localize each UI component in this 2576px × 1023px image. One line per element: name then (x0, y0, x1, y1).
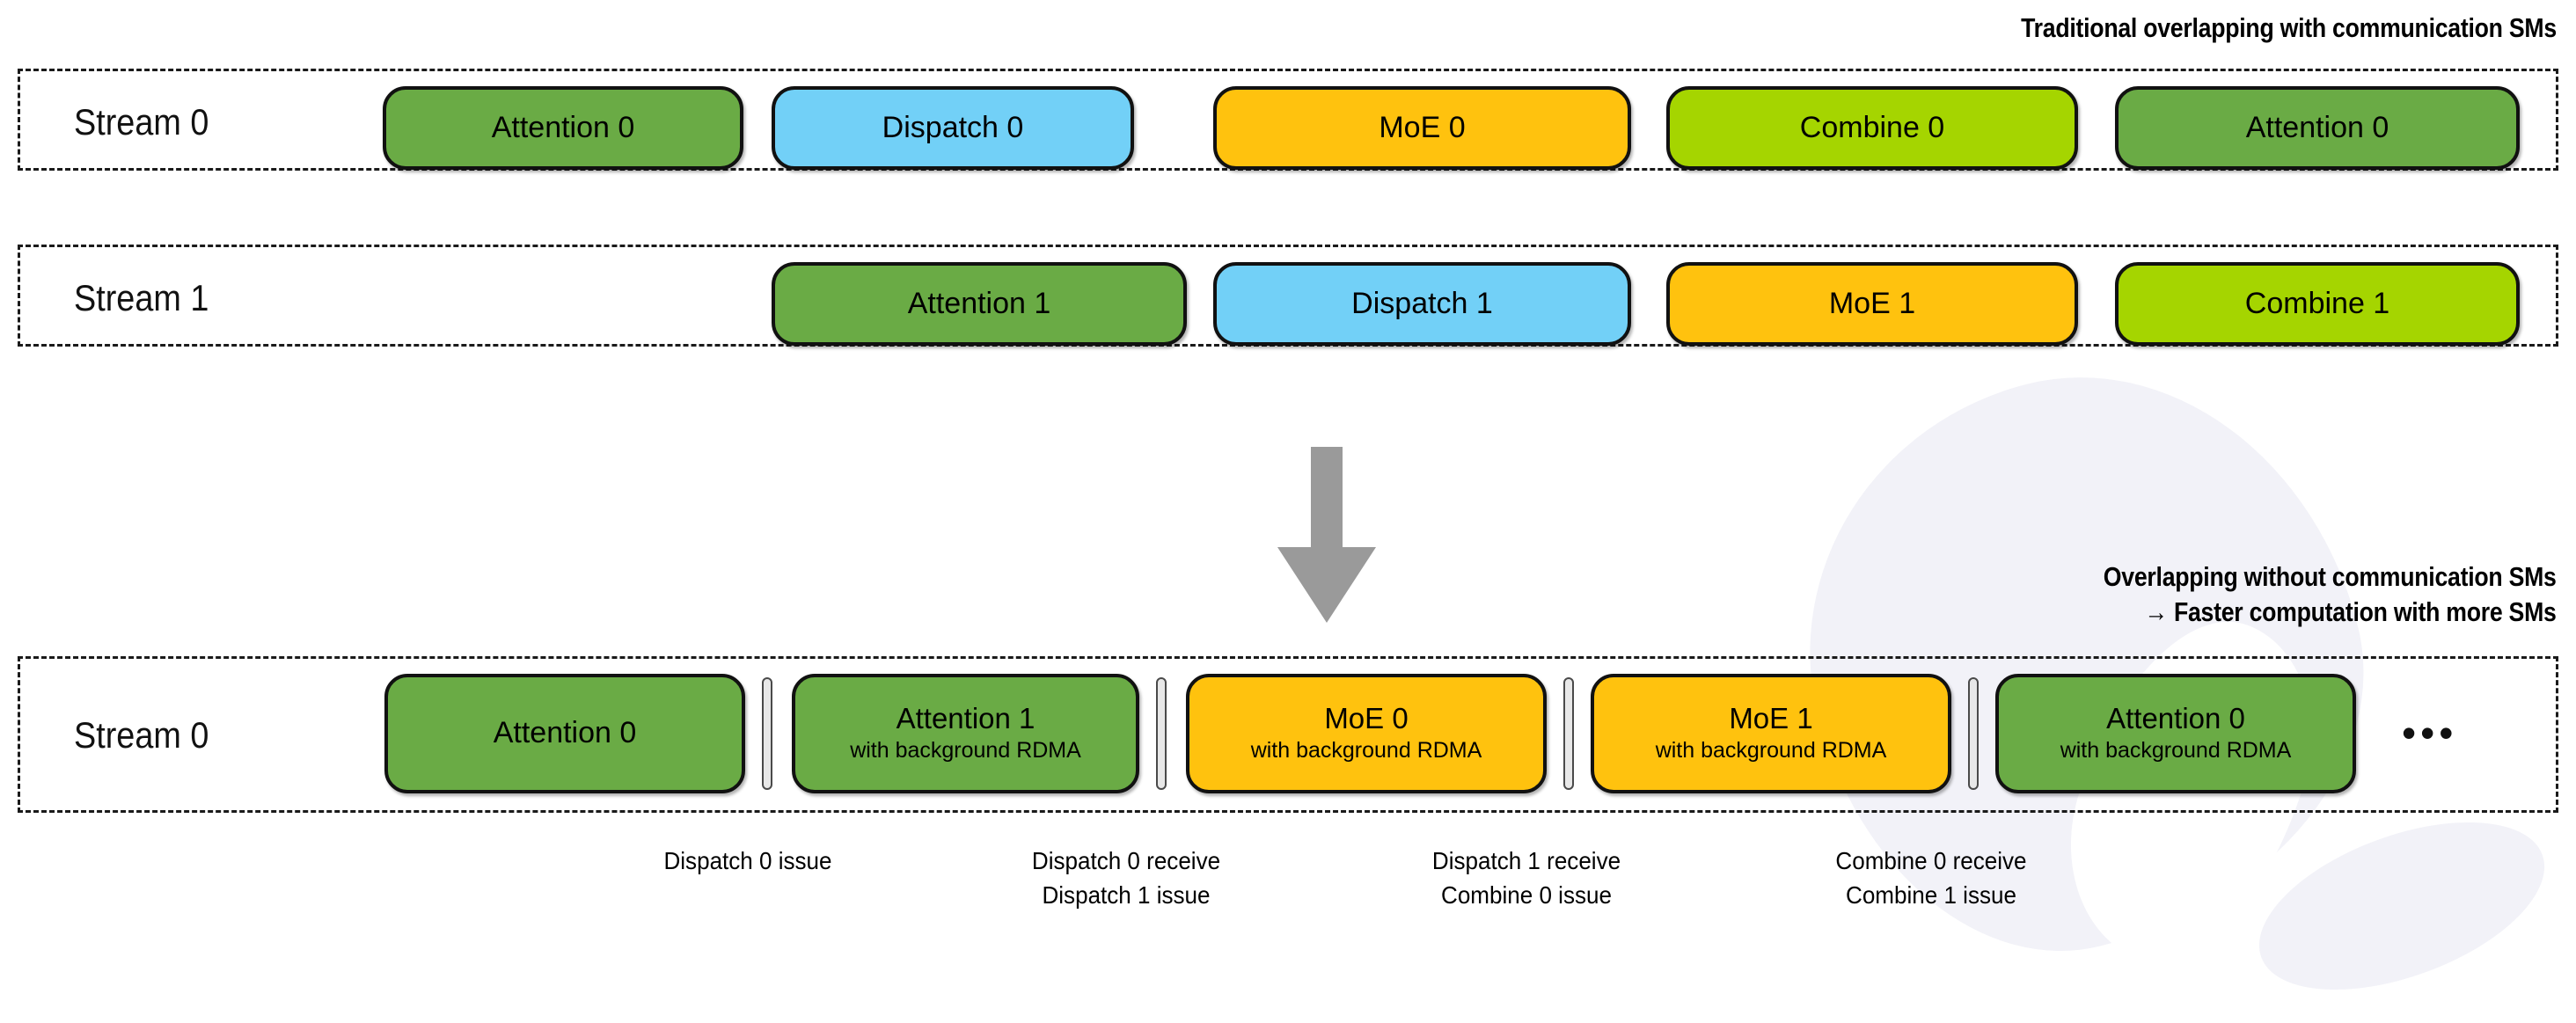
block-moe-0-merged[interactable]: MoE 0 with background RDMA (1186, 674, 1547, 793)
block-label: Dispatch 1 (1351, 286, 1493, 320)
stream-row-optimized-0 (18, 656, 2558, 813)
stream-label-1: Stream 1 (74, 277, 209, 318)
block-attention-1-s1[interactable]: Attention 1 (772, 262, 1187, 346)
block-dispatch-0-s0[interactable]: Dispatch 0 (772, 86, 1134, 170)
down-arrow-icon (1277, 447, 1376, 623)
block-attention-0-merged[interactable]: Attention 0 (384, 674, 745, 793)
annotation-dispatch-1-receive: Dispatch 1 receive Combine 0 issue (1431, 847, 1621, 909)
block-attention-1-merged[interactable]: Attention 1 with background RDMA (792, 674, 1139, 793)
block-label: Attention 0 (491, 110, 635, 144)
block-label: Attention 0 (2245, 110, 2389, 144)
block-combine-0-s0[interactable]: Combine 0 (1666, 86, 2078, 170)
block-label: Attention 0 (493, 716, 637, 750)
stream-label-0: Stream 0 (74, 101, 209, 142)
block-attention-0b-s0[interactable]: Attention 0 (2115, 86, 2520, 170)
annotation-dispatch-0-issue: Dispatch 0 issue (663, 847, 832, 874)
block-sublabel: with background RDMA (850, 737, 1081, 763)
block-separator-4 (1968, 677, 1979, 790)
block-label: MoE 0 (1379, 110, 1466, 144)
block-label: Combine 0 (1799, 110, 1945, 144)
block-moe-1-merged[interactable]: MoE 1 with background RDMA (1591, 674, 1951, 793)
bottom-section-heading: Overlapping without communication SMs → … (2104, 561, 2557, 628)
block-sublabel: with background RDMA (1250, 737, 1482, 763)
block-sublabel: with background RDMA (1655, 737, 1887, 763)
block-label: Attention 0 (2106, 702, 2245, 735)
annotation-dispatch-0-receive: Dispatch 0 receive Dispatch 1 issue (1031, 847, 1221, 909)
block-combine-1-s1[interactable]: Combine 1 (2115, 262, 2520, 346)
block-moe-1-s1[interactable]: MoE 1 (1666, 262, 2078, 346)
block-sublabel: with background RDMA (2060, 737, 2292, 763)
block-label: Combine 1 (2244, 286, 2390, 320)
block-dispatch-1-s1[interactable]: Dispatch 1 (1213, 262, 1631, 346)
block-attention-0b-merged[interactable]: Attention 0 with background RDMA (1995, 674, 2356, 793)
block-attention-0-s0[interactable]: Attention 0 (383, 86, 743, 170)
block-label: MoE 1 (1828, 286, 1916, 320)
stream-label-2: Stream 0 (74, 714, 209, 756)
block-separator-1 (762, 677, 772, 790)
background-watermark-tail (2236, 788, 2567, 1023)
block-moe-0-s0[interactable]: MoE 0 (1213, 86, 1631, 170)
block-label: MoE 1 (1729, 702, 1813, 735)
block-separator-2 (1156, 677, 1167, 790)
top-section-heading: Traditional overlapping with communicati… (2021, 12, 2557, 43)
block-label: Dispatch 0 (882, 110, 1024, 144)
annotation-combine-0-receive: Combine 0 receive Combine 1 issue (1835, 847, 2027, 909)
block-label: Attention 1 (907, 286, 1051, 320)
block-label: MoE 0 (1324, 702, 1409, 735)
block-label: Attention 1 (896, 702, 1036, 735)
ellipsis-indicator: ••• (2402, 710, 2458, 756)
block-separator-3 (1563, 677, 1574, 790)
